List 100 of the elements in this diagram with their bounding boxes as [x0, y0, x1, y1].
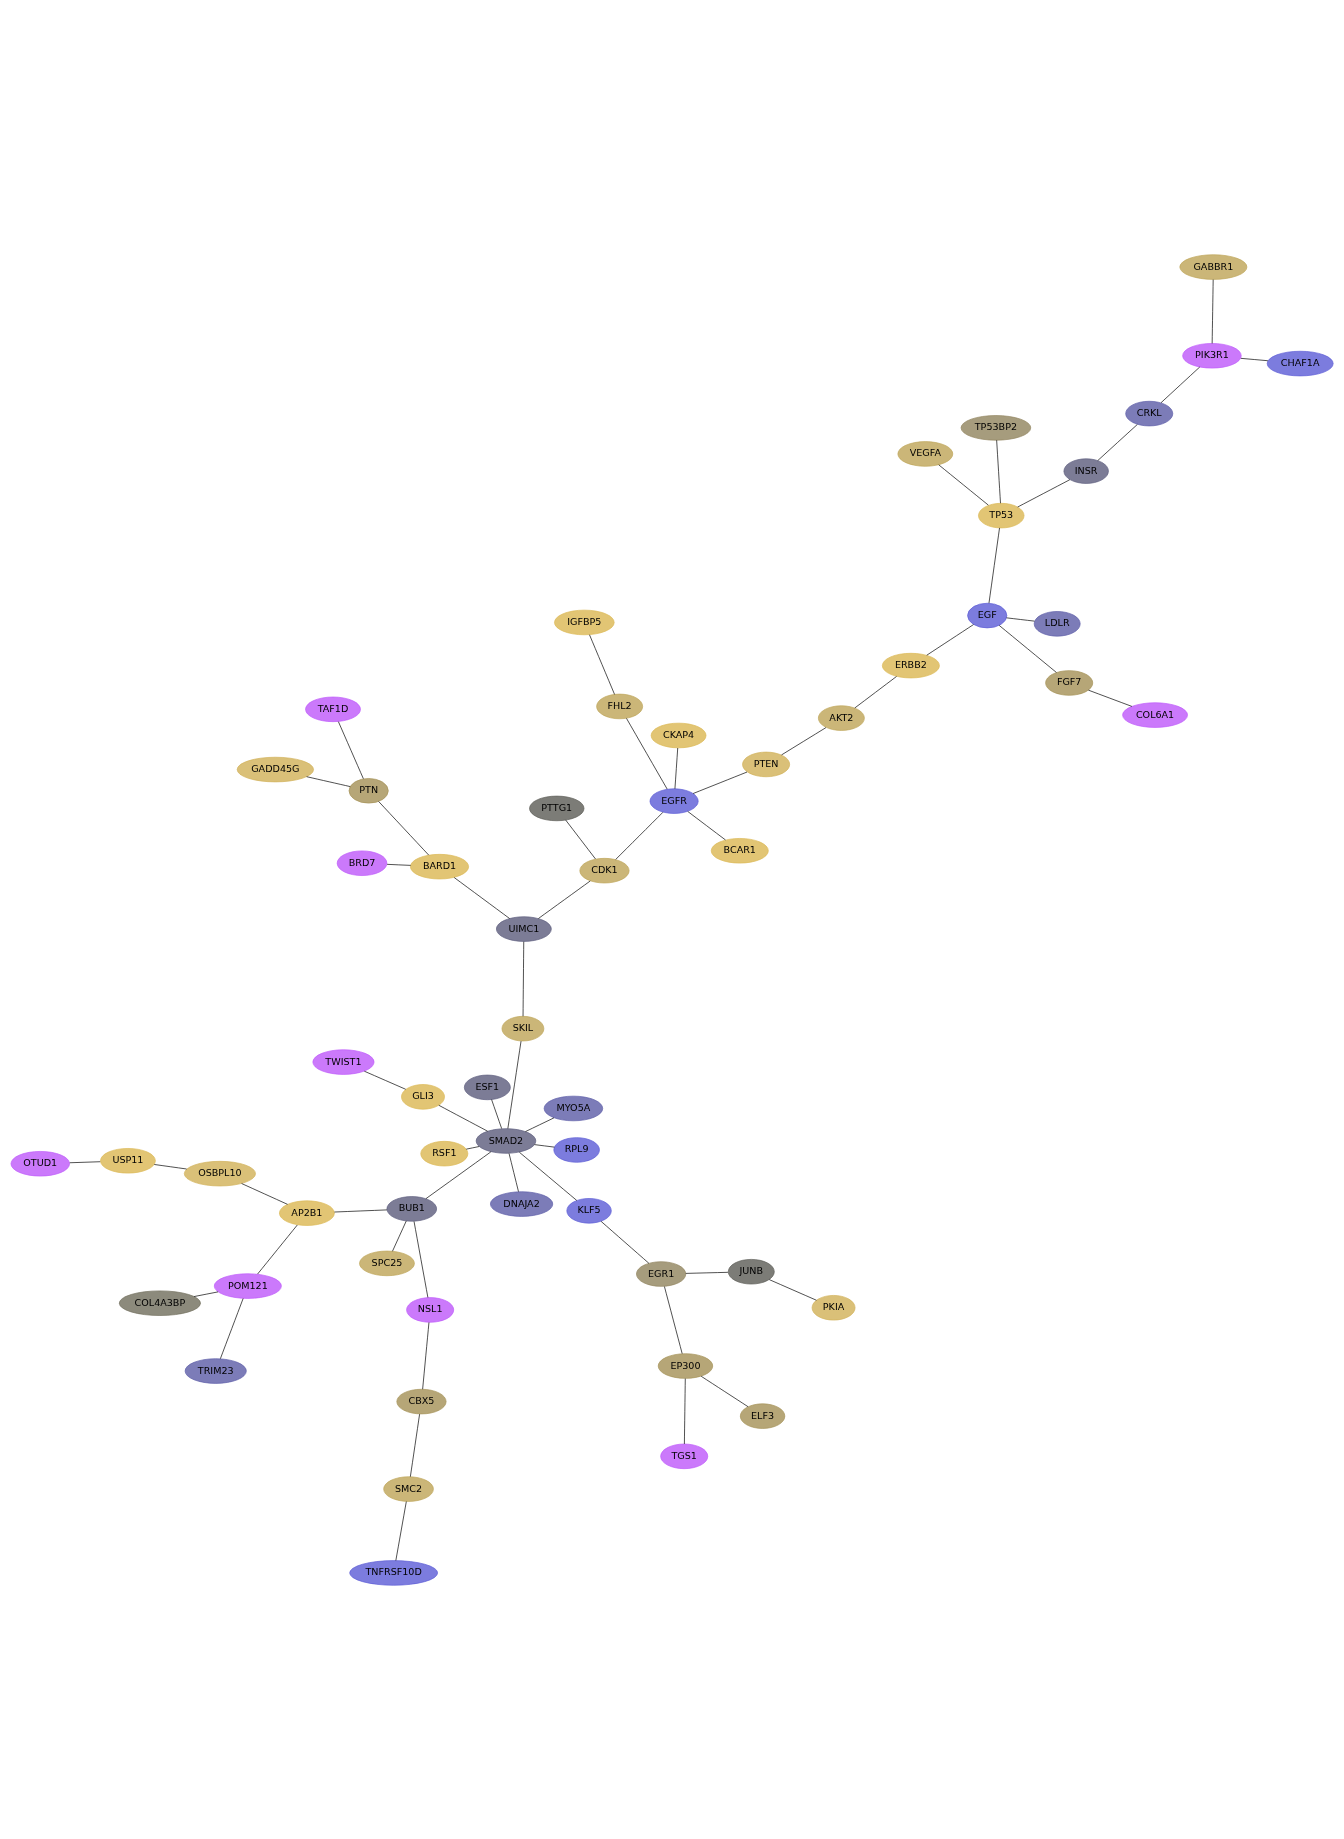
- node-ellipse: UIMC1: [496, 915, 552, 942]
- connector: [413, 1220, 429, 1298]
- node-ellipse: FHL2: [596, 693, 643, 719]
- connector: [1017, 478, 1071, 507]
- connector: [491, 1098, 502, 1129]
- node-ellipse: EGR1: [636, 1260, 687, 1287]
- connector: [988, 527, 1000, 603]
- node-ellipse: TGS1: [660, 1443, 709, 1469]
- connector: [453, 876, 510, 919]
- node-ellipse: TP53BP2: [960, 414, 1032, 441]
- node-ellipse: CHAF1A: [1266, 350, 1334, 376]
- connector: [1097, 423, 1138, 461]
- node-ellipse: POM121: [213, 1272, 282, 1299]
- connector: [538, 880, 591, 919]
- node-ellipse: SPC25: [359, 1250, 415, 1276]
- connector: [998, 624, 1057, 673]
- node-ellipse: TAF1D: [305, 696, 361, 722]
- node-ellipse: COL4A3BP: [118, 1290, 201, 1316]
- connector: [410, 1413, 420, 1477]
- connector: [465, 1145, 480, 1149]
- connector: [69, 1160, 101, 1163]
- connector: [769, 1278, 817, 1301]
- node-ellipse: SMC2: [383, 1475, 434, 1502]
- node-ellipse: IGFBP5: [554, 609, 615, 635]
- connector: [926, 623, 974, 656]
- connector: [1240, 357, 1269, 361]
- connector: [257, 1224, 298, 1274]
- node-ellipse: JUNB: [727, 1258, 775, 1284]
- node-ellipse: TP53: [978, 502, 1025, 528]
- connector: [193, 1291, 219, 1297]
- connector: [938, 464, 989, 505]
- connector: [664, 1285, 683, 1354]
- connector: [438, 1104, 488, 1132]
- connector: [395, 1500, 407, 1561]
- node-ellipse: BCAR1: [710, 837, 769, 863]
- connector: [700, 1375, 749, 1407]
- node-ellipse: OTUD1: [10, 1150, 70, 1176]
- node-ellipse: AP2B1: [279, 1199, 335, 1226]
- node-ellipse: DNAJA2: [490, 1190, 554, 1217]
- connector: [996, 439, 1001, 504]
- node-ellipse: PTTG1: [529, 795, 585, 821]
- connector: [626, 717, 668, 789]
- connector: [781, 726, 827, 755]
- node-ellipse: EP300: [657, 1352, 714, 1379]
- node-ellipse: PKIA: [811, 1294, 856, 1320]
- connector: [589, 633, 615, 695]
- node-ellipse: LDLR: [1033, 610, 1081, 636]
- connector: [854, 675, 897, 708]
- connector: [1006, 617, 1035, 621]
- node-ellipse: VEGFA: [897, 440, 954, 467]
- node-ellipse: ERBB2: [882, 652, 940, 678]
- node-ellipse: CRKL: [1125, 400, 1174, 426]
- node-ellipse: TWIST1: [312, 1048, 375, 1075]
- node-ellipse: MYO5A: [543, 1095, 604, 1121]
- connector: [674, 747, 679, 789]
- node-ellipse: KLF5: [566, 1197, 612, 1223]
- node-ellipse: PTN: [348, 777, 389, 803]
- connector: [422, 1321, 430, 1390]
- connector: [685, 1271, 729, 1274]
- connector: [534, 1143, 555, 1147]
- node-ellipse: BARD1: [410, 853, 469, 879]
- node-ellipse: EGFR: [649, 787, 699, 814]
- node-ellipse: OSBPL10: [183, 1160, 256, 1186]
- node-ellipse: FGF7: [1045, 669, 1094, 696]
- node-ellipse: ESF1: [464, 1074, 511, 1100]
- connector: [687, 810, 726, 840]
- connector: [378, 800, 430, 855]
- connector: [508, 1152, 519, 1192]
- connector: [153, 1163, 187, 1169]
- node-ellipse: INSR: [1063, 457, 1109, 484]
- connector: [364, 1070, 407, 1090]
- connector: [507, 1040, 522, 1129]
- node-ellipse: SMAD2: [475, 1127, 537, 1154]
- node-ellipse: GLI3: [401, 1083, 445, 1109]
- node-ellipse: RSF1: [420, 1140, 469, 1166]
- node-ellipse: COL6A1: [1122, 701, 1188, 728]
- connector: [425, 1151, 492, 1199]
- connector: [306, 775, 351, 787]
- node-ellipse: CBX5: [396, 1388, 447, 1414]
- connector: [525, 1117, 555, 1132]
- connector: [1211, 278, 1214, 344]
- node-ellipse: AKT2: [818, 704, 865, 731]
- node-ellipse: BUB1: [386, 1195, 437, 1222]
- node-ellipse: SKIL: [501, 1015, 545, 1041]
- connector: [220, 1297, 244, 1359]
- node-ellipse: GADD45G: [236, 756, 314, 782]
- connector: [519, 1151, 578, 1201]
- connector: [1160, 366, 1201, 403]
- node-ellipse: EGF: [967, 602, 1008, 628]
- node-ellipse: CKAP4: [650, 722, 707, 748]
- connector: [522, 940, 525, 1017]
- node-ellipse: CDK1: [579, 857, 630, 883]
- node-ellipse: PTEN: [742, 751, 790, 777]
- node-ellipse: TNFRSF10D: [349, 1559, 438, 1586]
- node-ellipse: PIK3R1: [1182, 342, 1242, 368]
- node-ellipse: USP11: [100, 1147, 156, 1173]
- node-ellipse: BRD7: [336, 850, 388, 876]
- connector: [338, 720, 364, 779]
- node-ellipse: RPL9: [553, 1136, 600, 1163]
- connector: [386, 863, 411, 866]
